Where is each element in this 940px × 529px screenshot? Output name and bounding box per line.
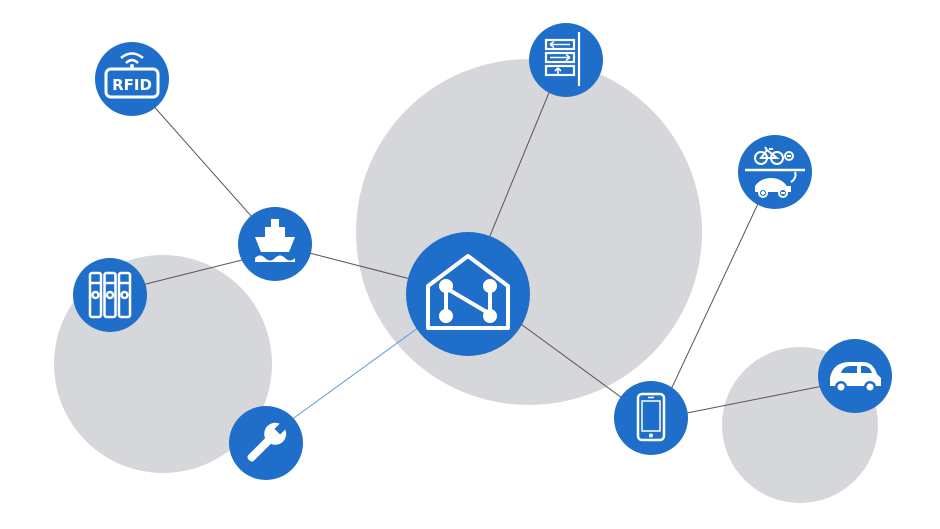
smartphone-icon (636, 392, 666, 442)
rfid-tag-icon: RFID (104, 52, 160, 99)
ebike-ecar-icon (745, 146, 805, 198)
bubble-hub (356, 59, 702, 405)
rfid-label: RFID (112, 76, 152, 94)
edge-hub-wrench (279, 311, 441, 429)
edge-smartphone-car (671, 380, 849, 417)
edge-smartphone-ebike (667, 177, 771, 397)
signpost-node[interactable] (529, 23, 603, 97)
batteries-node[interactable] (73, 258, 147, 332)
wrench-node[interactable] (229, 406, 303, 480)
wrench-icon (247, 420, 289, 462)
edge-batteries-ship (129, 255, 259, 289)
rfid-node[interactable]: RFID (95, 42, 169, 116)
smartphone-node[interactable] (614, 381, 688, 455)
edge-rfid-ship (149, 101, 261, 227)
edge-hub-signpost (479, 65, 561, 261)
signpost-icon (544, 32, 581, 86)
ship-icon (255, 219, 295, 262)
ship-node[interactable] (238, 207, 312, 281)
hub-node[interactable] (406, 232, 530, 356)
ebike-ecar-node[interactable] (738, 135, 812, 209)
smart-home-hub-icon (426, 254, 510, 330)
battery-storage-icon (88, 271, 132, 319)
car-icon (830, 362, 881, 393)
car-node[interactable] (818, 339, 892, 413)
